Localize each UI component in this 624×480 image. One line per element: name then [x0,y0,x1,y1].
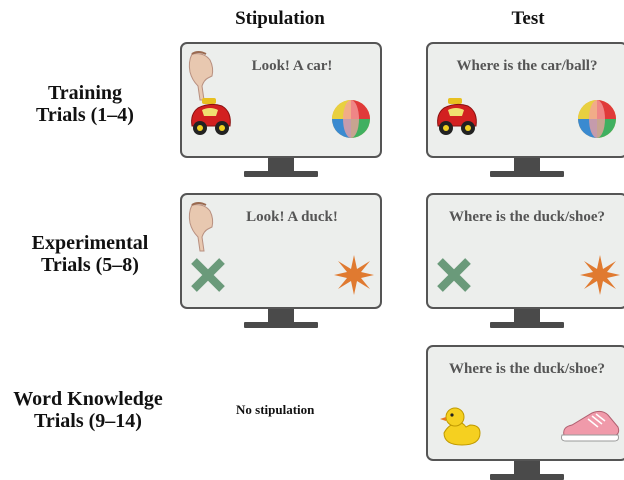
monitor-stand [268,158,294,172]
monitor-experimental-stipulation: Look! A duck! [180,193,382,328]
beach-ball-icon [578,100,616,138]
rubber-duck-icon [440,407,481,446]
no-stipulation-text: No stipulation [236,402,315,417]
orange-star-icon [334,255,374,295]
stipulation-prompt: Look! A car! [251,58,333,74]
row-label-word-knowledge-line2: Trials (9–14) [34,410,142,432]
beach-ball-icon [332,100,370,138]
toy-car-icon [437,98,477,135]
monitor-stand [514,309,540,323]
toy-car-icon [191,98,231,135]
monitor-training-test: Where is the car/ball? [426,42,624,177]
row-label-word-knowledge-line1: Word Knowledge [13,388,163,410]
row-label-experimental-line1: Experimental [31,232,149,254]
monitor-training-stipulation: Look! A car! [180,42,382,177]
monitor-base [244,171,318,177]
orange-star-icon [580,255,620,295]
row-label-experimental: Experimental Trials (5–8) [10,232,170,276]
stipulation-prompt: Look! A duck! [246,209,338,225]
monitor-base [490,474,564,480]
monitor-word-knowledge-test: Where is the duck/shoe? [426,345,624,480]
monitor-stand [268,309,294,323]
monitor-base [490,171,564,177]
monitor-stand [514,158,540,172]
test-prompt: Where is the duck/shoe? [449,361,605,377]
row-label-experimental-line2: Trials (5–8) [41,254,139,276]
monitor-base [490,322,564,328]
test-prompt: Where is the car/ball? [456,58,598,74]
pointing-hand-icon [188,202,214,252]
row-label-training-line1: Training [47,82,123,104]
row-label-training-line2: Trials (1–4) [36,104,134,126]
test-prompt: Where is the duck/shoe? [449,209,605,225]
pointing-hand-icon [188,51,214,101]
screen [180,193,382,309]
row-label-word-knowledge: Word Knowledge Trials (9–14) [0,388,176,432]
column-header-test: Test [511,8,545,29]
green-x-icon [191,258,225,292]
monitor-stand [514,461,540,475]
screen [426,193,624,309]
green-x-icon [437,258,471,292]
column-header-stipulation: Stipulation [235,8,325,29]
pink-sneaker-icon [561,410,620,442]
monitor-experimental-test: Where is the duck/shoe? [426,193,624,328]
monitor-base [244,322,318,328]
row-label-training: Training Trials (1–4) [10,82,160,126]
